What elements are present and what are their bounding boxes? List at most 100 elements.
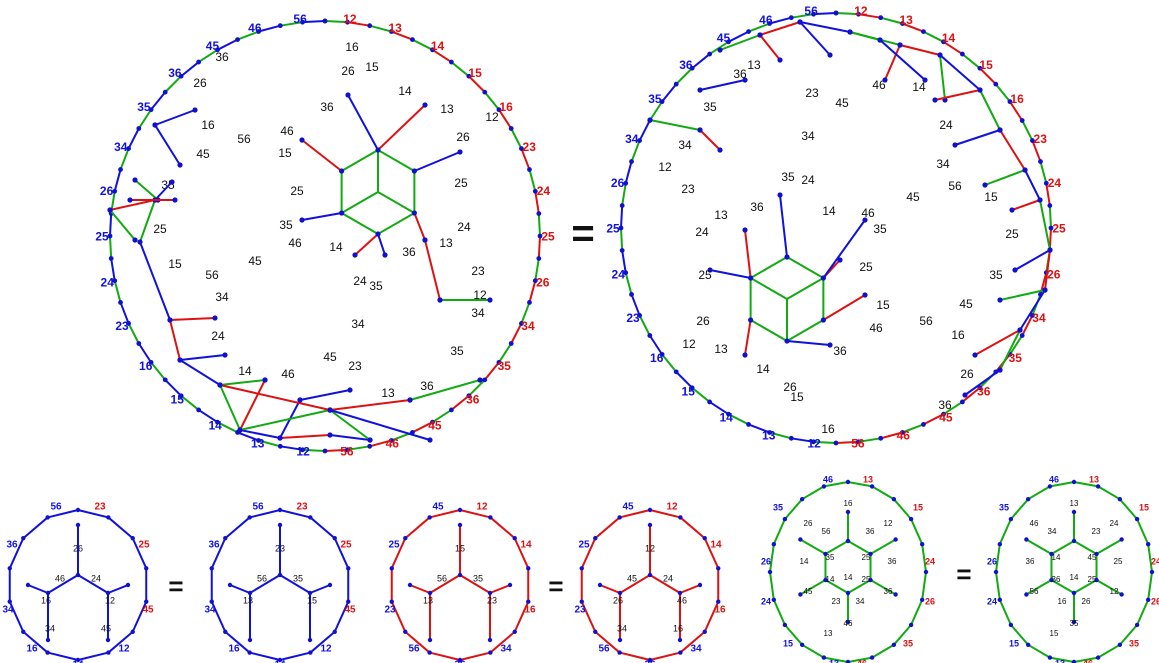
edge-label: 34 [215, 290, 229, 304]
vertex [1019, 118, 1025, 123]
edge-label: 12 [884, 519, 893, 528]
edge [747, 423, 771, 434]
vertex [1038, 159, 1043, 164]
edge [998, 518, 1012, 546]
outer-label: 25 [138, 540, 150, 551]
edge-label: 34 [936, 157, 950, 171]
edge [333, 537, 350, 570]
vertex [993, 81, 999, 87]
outer-label: 34 [1032, 311, 1046, 325]
edge [179, 354, 226, 361]
edge [594, 630, 621, 654]
edge-label: 12 [473, 288, 487, 302]
vertex [845, 590, 851, 596]
vertex [1094, 551, 1099, 557]
vertex [126, 146, 131, 151]
edge-label: 26 [193, 76, 207, 90]
edge [309, 630, 336, 654]
vertex [136, 341, 142, 346]
edge-label: 45 [627, 573, 637, 583]
edge-label: 23 [471, 264, 485, 278]
vertex [833, 440, 839, 446]
vertex [678, 650, 683, 655]
edge [892, 623, 913, 646]
vertex [25, 582, 31, 588]
edge [1073, 656, 1100, 663]
vertex [941, 39, 946, 45]
vertex [1071, 509, 1077, 515]
outer-label: 16 [26, 644, 38, 655]
edge [954, 129, 1001, 146]
outer-label: 13 [1055, 658, 1065, 663]
vertex [345, 19, 350, 25]
edge [783, 498, 804, 521]
edge [621, 182, 627, 207]
edge [901, 22, 925, 33]
edge [580, 600, 597, 633]
edge-label: 15 [307, 595, 317, 605]
edge [377, 104, 426, 151]
edge-label: 56 [205, 268, 219, 282]
edge-label: 13 [423, 595, 433, 605]
edge [1009, 623, 1030, 646]
edge [489, 630, 516, 654]
vertex [1134, 622, 1140, 628]
vertex [308, 650, 313, 655]
vertex [75, 522, 81, 528]
edge-label: 36 [733, 67, 747, 81]
edge [1147, 571, 1153, 601]
vertex [375, 231, 381, 237]
edge-label: 23 [1092, 527, 1101, 536]
vertex [1008, 622, 1014, 628]
edge [510, 127, 523, 150]
vertex [430, 419, 435, 425]
edge [467, 378, 486, 397]
edge [978, 67, 997, 86]
edge [1095, 538, 1123, 555]
edge-label: 16 [821, 422, 835, 436]
equals-small-1: = [168, 571, 183, 601]
vertex [962, 392, 968, 398]
edge [77, 509, 110, 519]
vertex [277, 657, 283, 663]
vertex [448, 407, 454, 413]
vertex [1117, 642, 1123, 648]
edge [679, 584, 701, 594]
vertex [162, 377, 168, 383]
edge [110, 257, 116, 282]
vertex [217, 382, 223, 388]
edge [1136, 598, 1150, 626]
edge-label: 35 [873, 222, 887, 236]
edge [871, 485, 895, 501]
edge-label: 36 [1026, 557, 1035, 566]
vertex [977, 87, 983, 93]
edge-label: 46 [869, 321, 883, 335]
edge [630, 139, 641, 163]
vertex [748, 275, 754, 281]
vertex [798, 537, 803, 542]
vertex [237, 427, 243, 433]
edge [961, 53, 981, 70]
edge [324, 448, 349, 452]
vertex [647, 657, 653, 663]
edge [180, 394, 200, 411]
vertex [1047, 484, 1053, 489]
vertex [919, 597, 925, 603]
edge [847, 656, 874, 663]
edge-label: 16 [1058, 597, 1067, 606]
edge [534, 190, 540, 215]
vertex [346, 566, 351, 571]
edge-label: 13 [824, 629, 833, 638]
outer-label: 13 [388, 21, 402, 35]
vertex [923, 569, 929, 575]
edge [1073, 540, 1098, 555]
edge [169, 317, 216, 321]
vertex [427, 437, 433, 443]
vertex [136, 126, 142, 131]
edge-label: 45 [906, 190, 920, 204]
edge [329, 409, 431, 441]
outer-label: 24 [925, 556, 935, 566]
outer-label: 14 [520, 540, 532, 551]
edge-label: 25 [1088, 575, 1097, 584]
edge-label: 16 [673, 623, 683, 633]
